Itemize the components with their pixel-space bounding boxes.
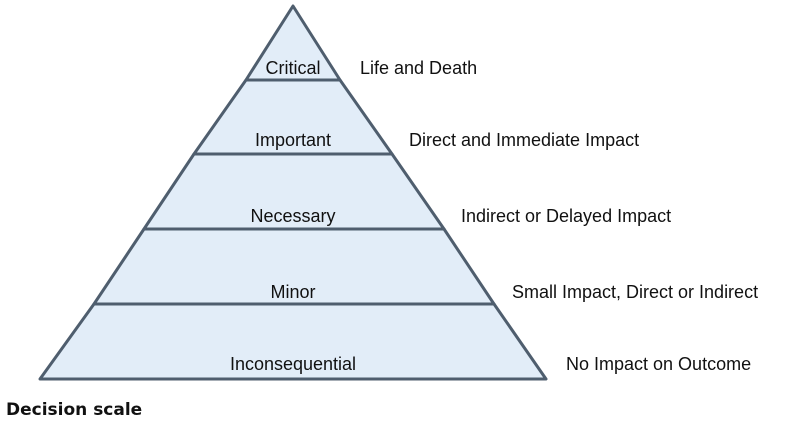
tier-necessary-description: Indirect or Delayed Impact <box>461 206 671 226</box>
tier-inconsequential-label: Inconsequential <box>230 354 356 374</box>
tier-important: Important Direct and Immediate Impact <box>192 78 639 156</box>
tier-critical: Critical Life and Death <box>244 4 477 82</box>
diagram-caption: Decision scale <box>6 400 143 420</box>
tier-necessary: Necessary Indirect or Delayed Impact <box>142 152 671 231</box>
tier-inconsequential: Inconsequential No Impact on Outcome <box>38 302 751 381</box>
tier-minor-description: Small Impact, Direct or Indirect <box>512 282 758 302</box>
tier-minor: Minor Small Impact, Direct or Indirect <box>92 227 758 306</box>
tier-critical-description: Life and Death <box>360 58 477 78</box>
tier-inconsequential-shape <box>38 302 548 381</box>
tier-minor-label: Minor <box>270 282 315 302</box>
tier-necessary-label: Necessary <box>250 206 335 226</box>
tier-inconsequential-description: No Impact on Outcome <box>566 354 751 374</box>
tier-important-label: Important <box>255 130 331 150</box>
tier-critical-label: Critical <box>265 58 320 78</box>
tier-important-description: Direct and Immediate Impact <box>409 130 639 150</box>
